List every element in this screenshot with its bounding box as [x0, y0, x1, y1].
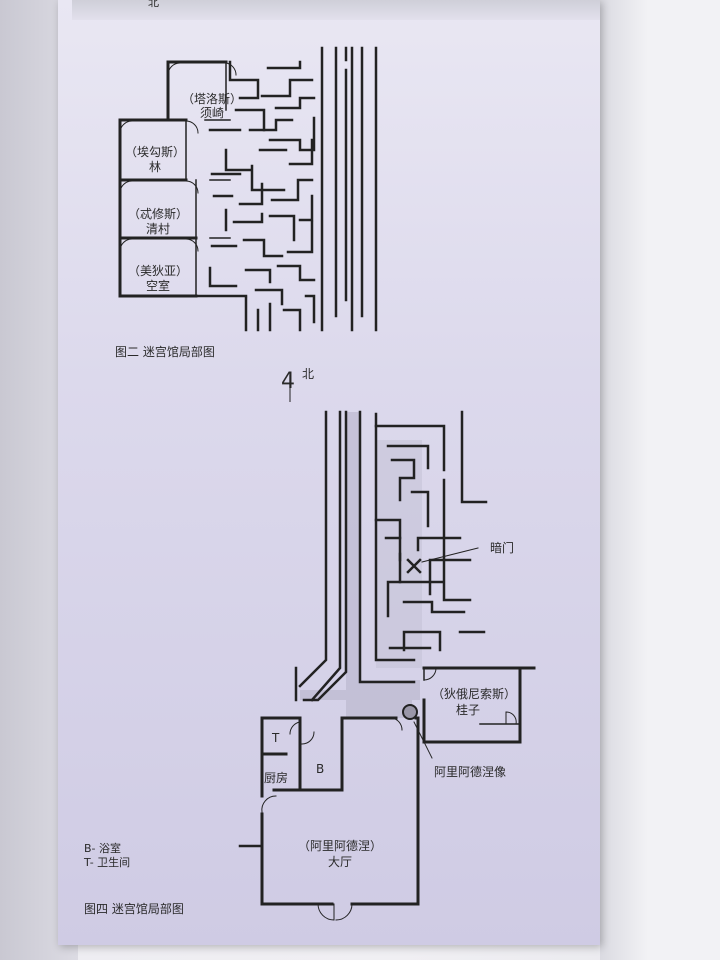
room-theseus-occupant: 清村	[146, 222, 170, 236]
secret-door-label: 暗门	[490, 540, 514, 555]
ariadne-statue	[402, 704, 418, 720]
top-north-mark: 北	[148, 0, 159, 9]
book-page	[58, 0, 600, 945]
figure4-plan: T B 厨房 （阿里阿德涅） 大厅 （狄俄尼索斯） 桂子 暗门 阿里阿德涅像	[238, 410, 536, 921]
secret-door-leader	[421, 547, 479, 563]
room-aegeus-label: （埃勾斯）	[125, 145, 185, 159]
room-medea-label: （美狄亚）	[128, 264, 188, 278]
legend-toilet: T- 卫生间	[83, 855, 130, 869]
figure2-doors	[119, 62, 237, 252]
figure2-room-labels: （塔洛斯） 须崎 （埃勾斯） 林 （忒修斯） 清村 （美狄亚） 空室	[125, 91, 242, 293]
diogenes-room-inner	[423, 667, 521, 743]
room-aegeus-occupant: 林	[149, 160, 161, 174]
figure2-caption: 图二 迷宫馆局部图	[115, 344, 215, 359]
figure4-hall-walls	[260, 716, 420, 906]
figure2-maze-walls	[194, 46, 378, 332]
figure4-caption: 图四 迷宫馆局部图	[84, 901, 184, 916]
room-talos-label: （塔洛斯）	[182, 91, 242, 106]
figure4-labels: T B 厨房 （阿里阿德涅） 大厅 （狄俄尼索斯） 桂子 暗门 阿里阿德涅像	[264, 540, 516, 869]
figure4-maze-walls	[374, 410, 488, 652]
kitchen-label: 厨房	[264, 770, 288, 785]
statue-label: 阿里阿德涅像	[434, 764, 506, 779]
figure4-corridor-walls	[294, 410, 416, 702]
figure2-plan: （塔洛斯） 须崎 （埃勾斯） 林 （忒修斯） 清村 （美狄亚） 空室	[118, 46, 378, 332]
diogenes-room-walls	[422, 666, 536, 744]
figure2-room-walls	[118, 60, 228, 298]
diogenes-room-label: （狄俄尼索斯）	[432, 687, 516, 701]
figure2-room-inner	[185, 61, 231, 297]
room-theseus-label: （忒修斯）	[128, 206, 188, 221]
north-label: 北	[302, 367, 314, 381]
figure4-hall-doors	[238, 717, 403, 921]
north-digit: 4	[281, 369, 295, 394]
legend-bath: B- 浴室	[84, 841, 121, 855]
book-right-page	[600, 0, 720, 960]
diogenes-room-occupant: 桂子	[456, 702, 480, 717]
hall-label: （阿里阿德涅）	[298, 838, 382, 853]
bath-label: B	[316, 762, 324, 776]
page-binding	[72, 0, 600, 20]
toilet-label: T	[271, 731, 280, 745]
room-medea-occupant: 空室	[146, 278, 170, 293]
diogenes-room-doors	[423, 667, 517, 725]
secret-door-mark	[406, 558, 422, 574]
room-talos-occupant: 须崎	[200, 106, 224, 120]
hall-subtitle: 大厅	[328, 855, 352, 869]
